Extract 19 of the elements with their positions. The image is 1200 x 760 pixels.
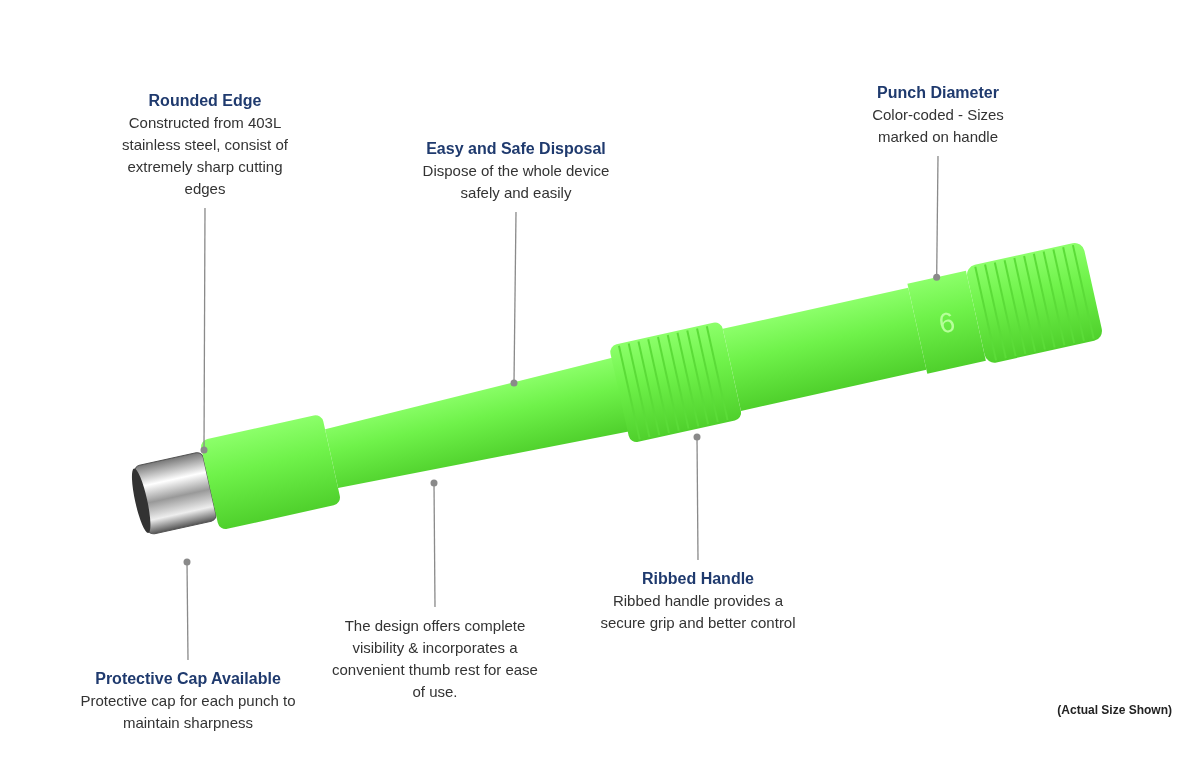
leader-line: [693, 433, 701, 561]
callout-heading: Ribbed Handle: [641, 569, 755, 589]
callout-text: Protective cap for each punch to maintain sharpness: [79, 691, 297, 733]
size-note: (Actual Size Shown): [1057, 703, 1172, 717]
leader-line: [430, 479, 438, 608]
callout-text: The design offers complete visibility & incorporates a convenient thumb rest for ease of use.: [331, 616, 539, 702]
leader-line: [510, 211, 518, 387]
leader-line: [183, 558, 191, 661]
leader-line: [200, 207, 208, 454]
callout-heading: Punch Diameter: [876, 83, 1000, 103]
callout-heading: Easy and Safe Disposal: [425, 139, 607, 159]
leader-line: [933, 155, 941, 281]
callout-text: Ribbed handle provides a secure grip and better control: [599, 591, 797, 633]
callout-text: Color-coded - Sizes marked on handle: [871, 105, 1005, 147]
callout-heading: Rounded Edge: [147, 91, 263, 111]
callout-text: Constructed from 403L stainless steel, consist of extremely sharp cutting edges: [121, 113, 289, 199]
size-number: 6: [935, 305, 958, 340]
callout-text: Dispose of the whole device safely and easily: [421, 161, 611, 203]
callout-heading: Protective Cap Available: [94, 669, 282, 689]
